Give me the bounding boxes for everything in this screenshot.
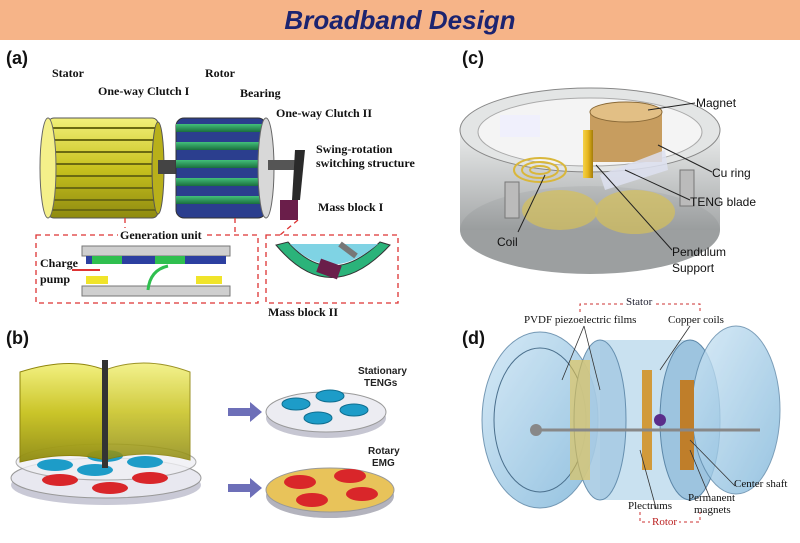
label-stator-d: Stator xyxy=(624,296,655,308)
label-magnets: magnets xyxy=(694,504,731,516)
hybrid-generator-b xyxy=(10,360,202,505)
label-mass-block-1: Mass block I xyxy=(318,200,384,214)
label-stationary: Stationary xyxy=(358,366,407,377)
label-emg: EMG xyxy=(372,458,395,469)
label-copper-coils: Copper coils xyxy=(668,314,724,326)
rotor-drum xyxy=(175,117,275,219)
page-title: Broadband Design xyxy=(284,4,516,35)
hybrid-generator-d xyxy=(481,325,781,509)
stator-drum xyxy=(39,117,165,219)
page-header: Broadband Design xyxy=(0,0,800,40)
stationary-tengs xyxy=(265,389,387,438)
label-pump: pump xyxy=(40,272,71,286)
label-coil: Coil xyxy=(497,235,518,249)
panel-d-letter: (d) xyxy=(462,328,485,348)
label-mass-block-2: Mass block II xyxy=(268,305,339,319)
label-stator: Stator xyxy=(52,66,84,80)
label-swing-rotation: Swing-rotation xyxy=(316,142,393,156)
label-pvdf-films: PVDF piezoelectric films xyxy=(524,314,637,326)
label-charge: Charge xyxy=(40,256,78,270)
panel-a-letter: (a) xyxy=(6,48,28,68)
label-pendulum: Pendulum xyxy=(672,245,727,259)
label-one-way-clutch-1: One-way Clutch I xyxy=(98,84,190,98)
label-permanent: Permanent xyxy=(688,492,736,504)
label-rotor-d: Rotor xyxy=(650,516,680,528)
label-magnet: Magnet xyxy=(696,96,737,110)
panel-c-letter: (c) xyxy=(462,48,484,68)
label-generation-unit: Generation unit xyxy=(118,228,204,243)
label-plectrums: Plectrums xyxy=(628,500,672,512)
panel-b-letter: (b) xyxy=(6,328,29,348)
label-one-way-clutch-2: One-way Clutch II xyxy=(276,106,373,120)
label-teng-blade: TENG blade xyxy=(690,195,757,209)
label-cu-ring: Cu ring xyxy=(712,166,751,180)
label-support: Support xyxy=(672,261,715,275)
rotary-emg xyxy=(265,467,395,518)
label-bearing: Bearing xyxy=(240,86,281,100)
label-center-shaft: Center shaft xyxy=(734,478,788,490)
label-switching-structure: switching structure xyxy=(316,156,415,170)
label-tengs: TENGs xyxy=(364,378,398,389)
label-rotary: Rotary xyxy=(368,446,400,457)
label-rotor: Rotor xyxy=(205,66,235,80)
